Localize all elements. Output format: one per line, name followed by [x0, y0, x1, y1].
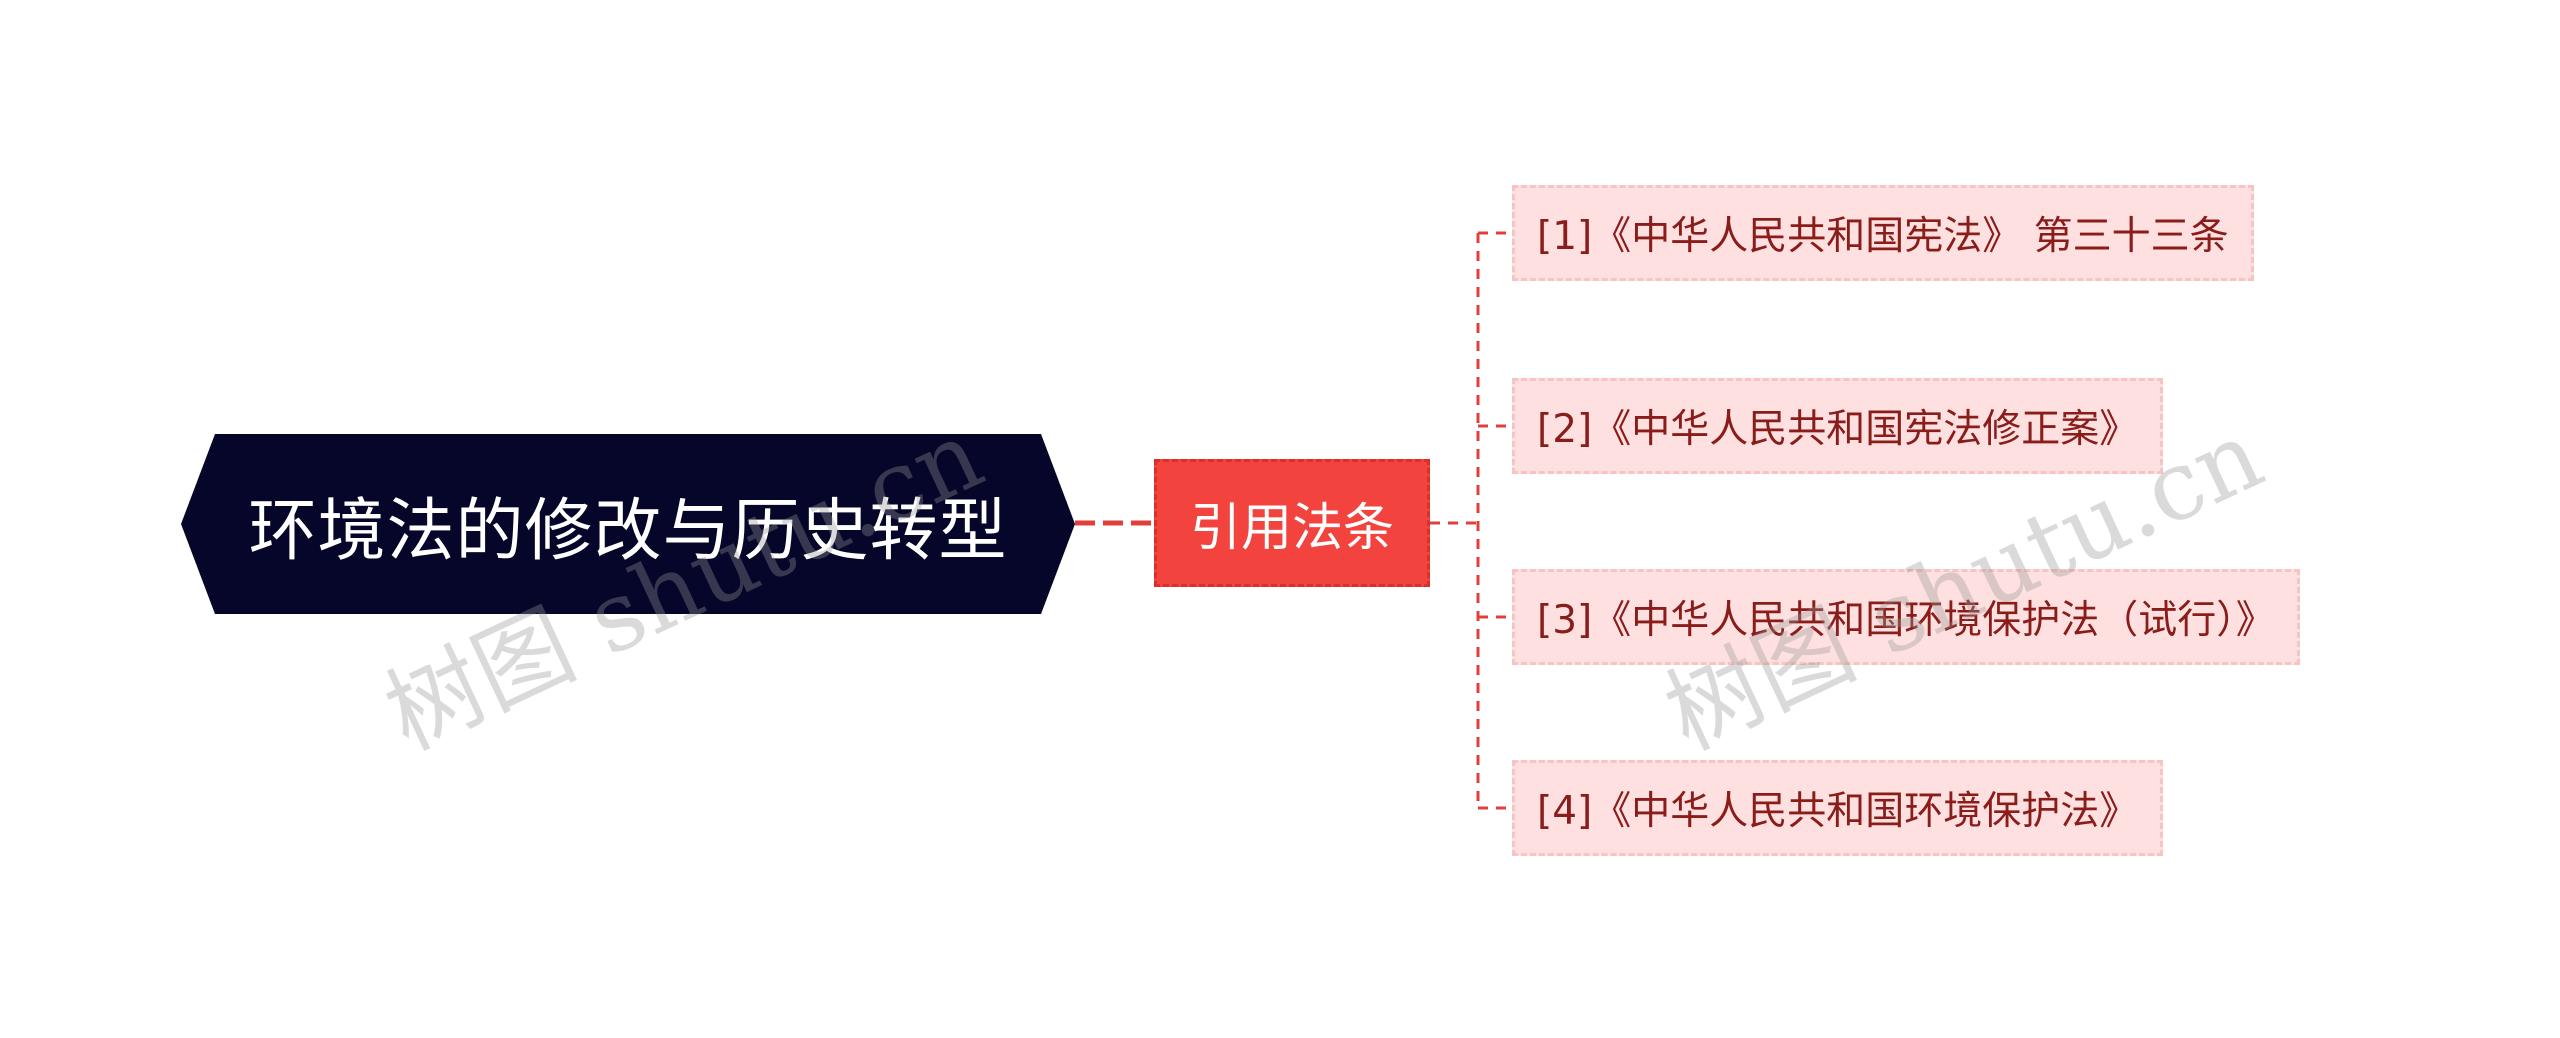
leaf-node-1[interactable]: [1]《中华人民共和国宪法》 第三十三条 [1512, 185, 2254, 281]
leaf-node-label: [2]《中华人民共和国宪法修正案》 [1537, 407, 2139, 452]
leaf-node-label: [3]《中华人民共和国环境保护法（试行）》 [1537, 598, 2275, 643]
leaf-node-label: [1]《中华人民共和国宪法》 第三十三条 [1537, 214, 2229, 259]
root-node[interactable]: 环境法的修改与历史转型 [181, 434, 1075, 614]
root-node-label: 环境法的修改与历史转型 [248, 491, 1008, 571]
branch-node[interactable]: 引用法条 [1154, 459, 1430, 587]
leaf-node-3[interactable]: [3]《中华人民共和国环境保护法（试行）》 [1512, 569, 2300, 665]
leaf-node-label: [4]《中华人民共和国环境保护法》 [1537, 789, 2139, 834]
leaf-node-4[interactable]: [4]《中华人民共和国环境保护法》 [1512, 760, 2164, 856]
branch-node-label: 引用法条 [1189, 499, 1394, 558]
leaf-node-2[interactable]: [2]《中华人民共和国宪法修正案》 [1512, 378, 2164, 474]
